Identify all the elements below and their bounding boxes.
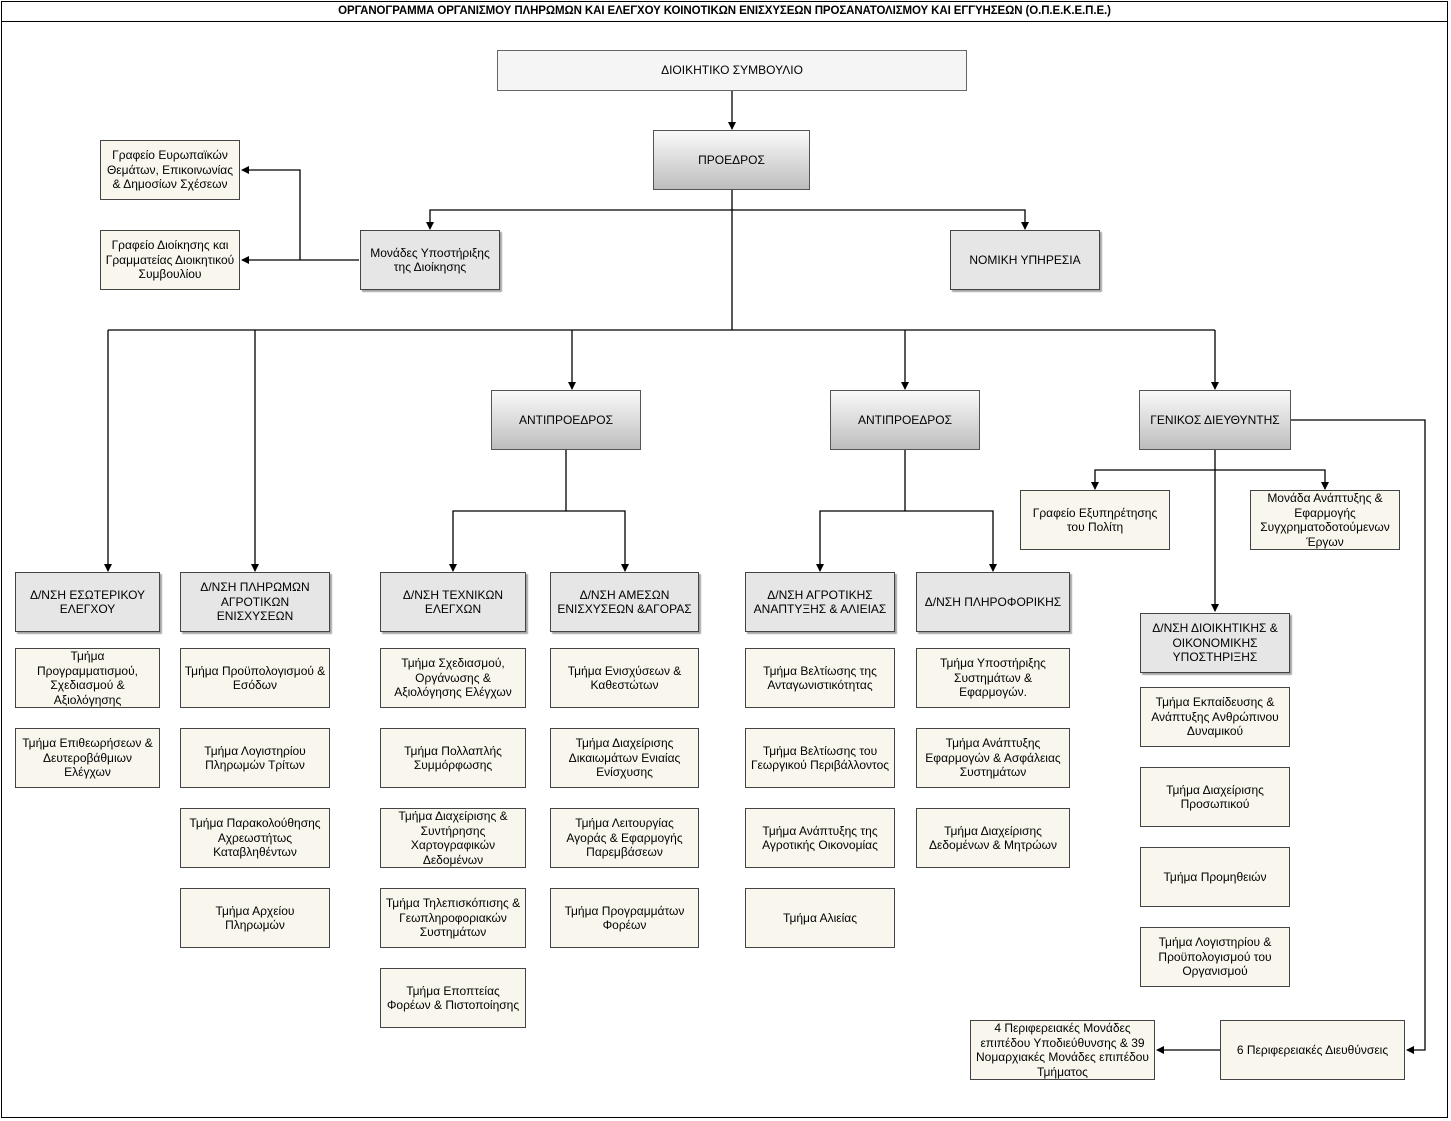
department-box: Τμήμα Αρχείου Πληρωμών	[180, 888, 330, 948]
department-box: Τμήμα Διαχείρισης Προσωπικού	[1140, 767, 1290, 827]
directorate-internal-audit: Δ/ΝΣΗ ΕΣΩΤΕΡΙΚΟΥ ΕΛΕΓΧΟΥ	[15, 572, 160, 632]
department-box: Τμήμα Πολλαπλής Συμμόρφωσης	[380, 728, 526, 788]
department-box: Τμήμα Προγραμματισμού, Σχεδιασμού & Αξιο…	[15, 648, 160, 708]
department-box: Τμήμα Λογιστηρίου Πληρωμών Τρίτων	[180, 728, 330, 788]
directorate-payments: Δ/ΝΣΗ ΠΛΗΡΩΜΩΝ ΑΓΡΟΤΙΚΩΝ ΕΝΙΣΧΥΣΕΩΝ	[180, 572, 330, 632]
office-citizen-service-box: Γραφείο Εξυπηρέτησης του Πολίτη	[1020, 490, 1170, 550]
board-box: ΔΙΟΙΚΗΤΙΚΟ ΣΥΜΒΟΥΛΙΟ	[497, 50, 967, 91]
department-box: Τμήμα Βελτίωσης της Ανταγωνιστικότητας	[745, 648, 895, 708]
department-box: Τμήμα Διαχείρισης Δικαιωμάτων Ενιαίας Εν…	[550, 728, 699, 788]
directorate-technical-controls: Δ/ΝΣΗ ΤΕΧΝΙΚΩΝ ΕΛΕΓΧΩΝ	[380, 572, 526, 632]
department-box: Τμήμα Προμηθειών	[1140, 847, 1290, 907]
president-box: ΠΡΟΕΔΡΟΣ	[653, 130, 810, 190]
support-units-box: Μονάδες Υποστήριξης της Διοίκησης	[360, 230, 500, 290]
department-box: Τμήμα Εποπτείας Φορέων & Πιστοποίησης	[380, 968, 526, 1028]
office-european-affairs-box: Γραφείο Ευρωπαϊκών Θεμάτων, Επικοινωνίας…	[100, 140, 240, 200]
department-box: Τμήμα Ανάπτυξης της Αγροτικής Οικονομίας	[745, 808, 895, 868]
department-box: Τμήμα Διαχείρισης & Συντήρησης Χαρτογραφ…	[380, 808, 526, 868]
general-director-box: ΓΕΝΙΚΟΣ ΔΙΕΥΘΥΝΤΗΣ	[1139, 390, 1291, 450]
unit-cofunded-projects-box: Μονάδα Ανάπτυξης & Εφαρμογής Συγχρηματοδ…	[1250, 490, 1400, 550]
vice-president-2-box: ΑΝΤΙΠΡΟΕΔΡΟΣ	[830, 390, 980, 450]
department-box: Τμήμα Λογιστηρίου & Προϋπολογισμού του Ο…	[1140, 927, 1290, 987]
department-box: Τμήμα Παρακολούθησης Αχρεωστήτως Καταβλη…	[180, 808, 330, 868]
regional-units-box: 4 Περιφερειακές Μονάδες επιπέδου Υποδιεύ…	[970, 1020, 1155, 1080]
department-box: Τμήμα Επιθεωρήσεων & Δευτεροβάθμιων Ελέγ…	[15, 728, 160, 788]
department-box: Τμήμα Τηλεπισκόπισης & Γεωπληροφοριακών …	[380, 888, 526, 948]
legal-service-box: ΝΟΜΙΚΗ ΥΠΗΡΕΣΙΑ	[950, 230, 1100, 290]
directorate-rural-development: Δ/ΝΣΗ ΑΓΡΟΤΙΚΗΣ ΑΝΑΠΤΥΞΗΣ & ΑΛΙΕΙΑΣ	[745, 572, 895, 632]
department-box: Τμήμα Διαχείρισης Δεδομένων & Μητρώων	[916, 808, 1070, 868]
page-title: ΟΡΓΑΝΟΓΡΑΜΜΑ ΟΡΓΑΝΙΣΜΟΥ ΠΛΗΡΩΜΩΝ ΚΑΙ ΕΛΕ…	[1, 1, 1448, 22]
directorate-direct-aid-market: Δ/ΝΣΗ ΑΜΕΣΩΝ ΕΝΙΣΧΥΣΕΩΝ &ΑΓΟΡΑΣ	[550, 572, 699, 632]
vice-president-1-box: ΑΝΤΙΠΡΟΕΔΡΟΣ	[491, 390, 641, 450]
directorate-admin-financial-support: Δ/ΝΣΗ ΔΙΟΙΚΗΤΙΚΗΣ & ΟΙΚΟΝΟΜΙΚΗΣ ΥΠΟΣΤΗΡΙ…	[1140, 613, 1290, 673]
department-box: Τμήμα Ανάπτυξης Εφαρμογών & Ασφάλειας Συ…	[916, 728, 1070, 788]
department-box: Τμήμα Σχεδιασμού, Οργάνωσης & Αξιολόγηση…	[380, 648, 526, 708]
department-box: Τμήμα Προγραμμάτων Φορέων	[550, 888, 699, 948]
department-box: Τμήμα Εκπαίδευσης & Ανάπτυξης Ανθρώπινου…	[1140, 687, 1290, 747]
department-box: Τμήμα Ενισχύσεων & Καθεστώτων	[550, 648, 699, 708]
department-box: Τμήμα Αλιείας	[745, 888, 895, 948]
office-administration-box: Γραφείο Διοίκησης και Γραμματείας Διοικη…	[100, 230, 240, 290]
department-box: Τμήμα Λειτουργίας Αγοράς & Εφαρμογής Παρ…	[550, 808, 699, 868]
department-box: Τμήμα Βελτίωσης του Γεωργικού Περιβάλλον…	[745, 728, 895, 788]
regional-directorates-box: 6 Περιφερειακές Διευθύνσεις	[1220, 1020, 1405, 1080]
department-box: Τμήμα Υποστήριξης Συστημάτων & Εφαρμογών…	[916, 648, 1070, 708]
department-box: Τμήμα Προϋπολογισμού & Εσόδων	[180, 648, 330, 708]
directorate-information-technology: Δ/ΝΣΗ ΠΛΗΡΟΦΟΡΙΚΗΣ	[916, 572, 1070, 632]
